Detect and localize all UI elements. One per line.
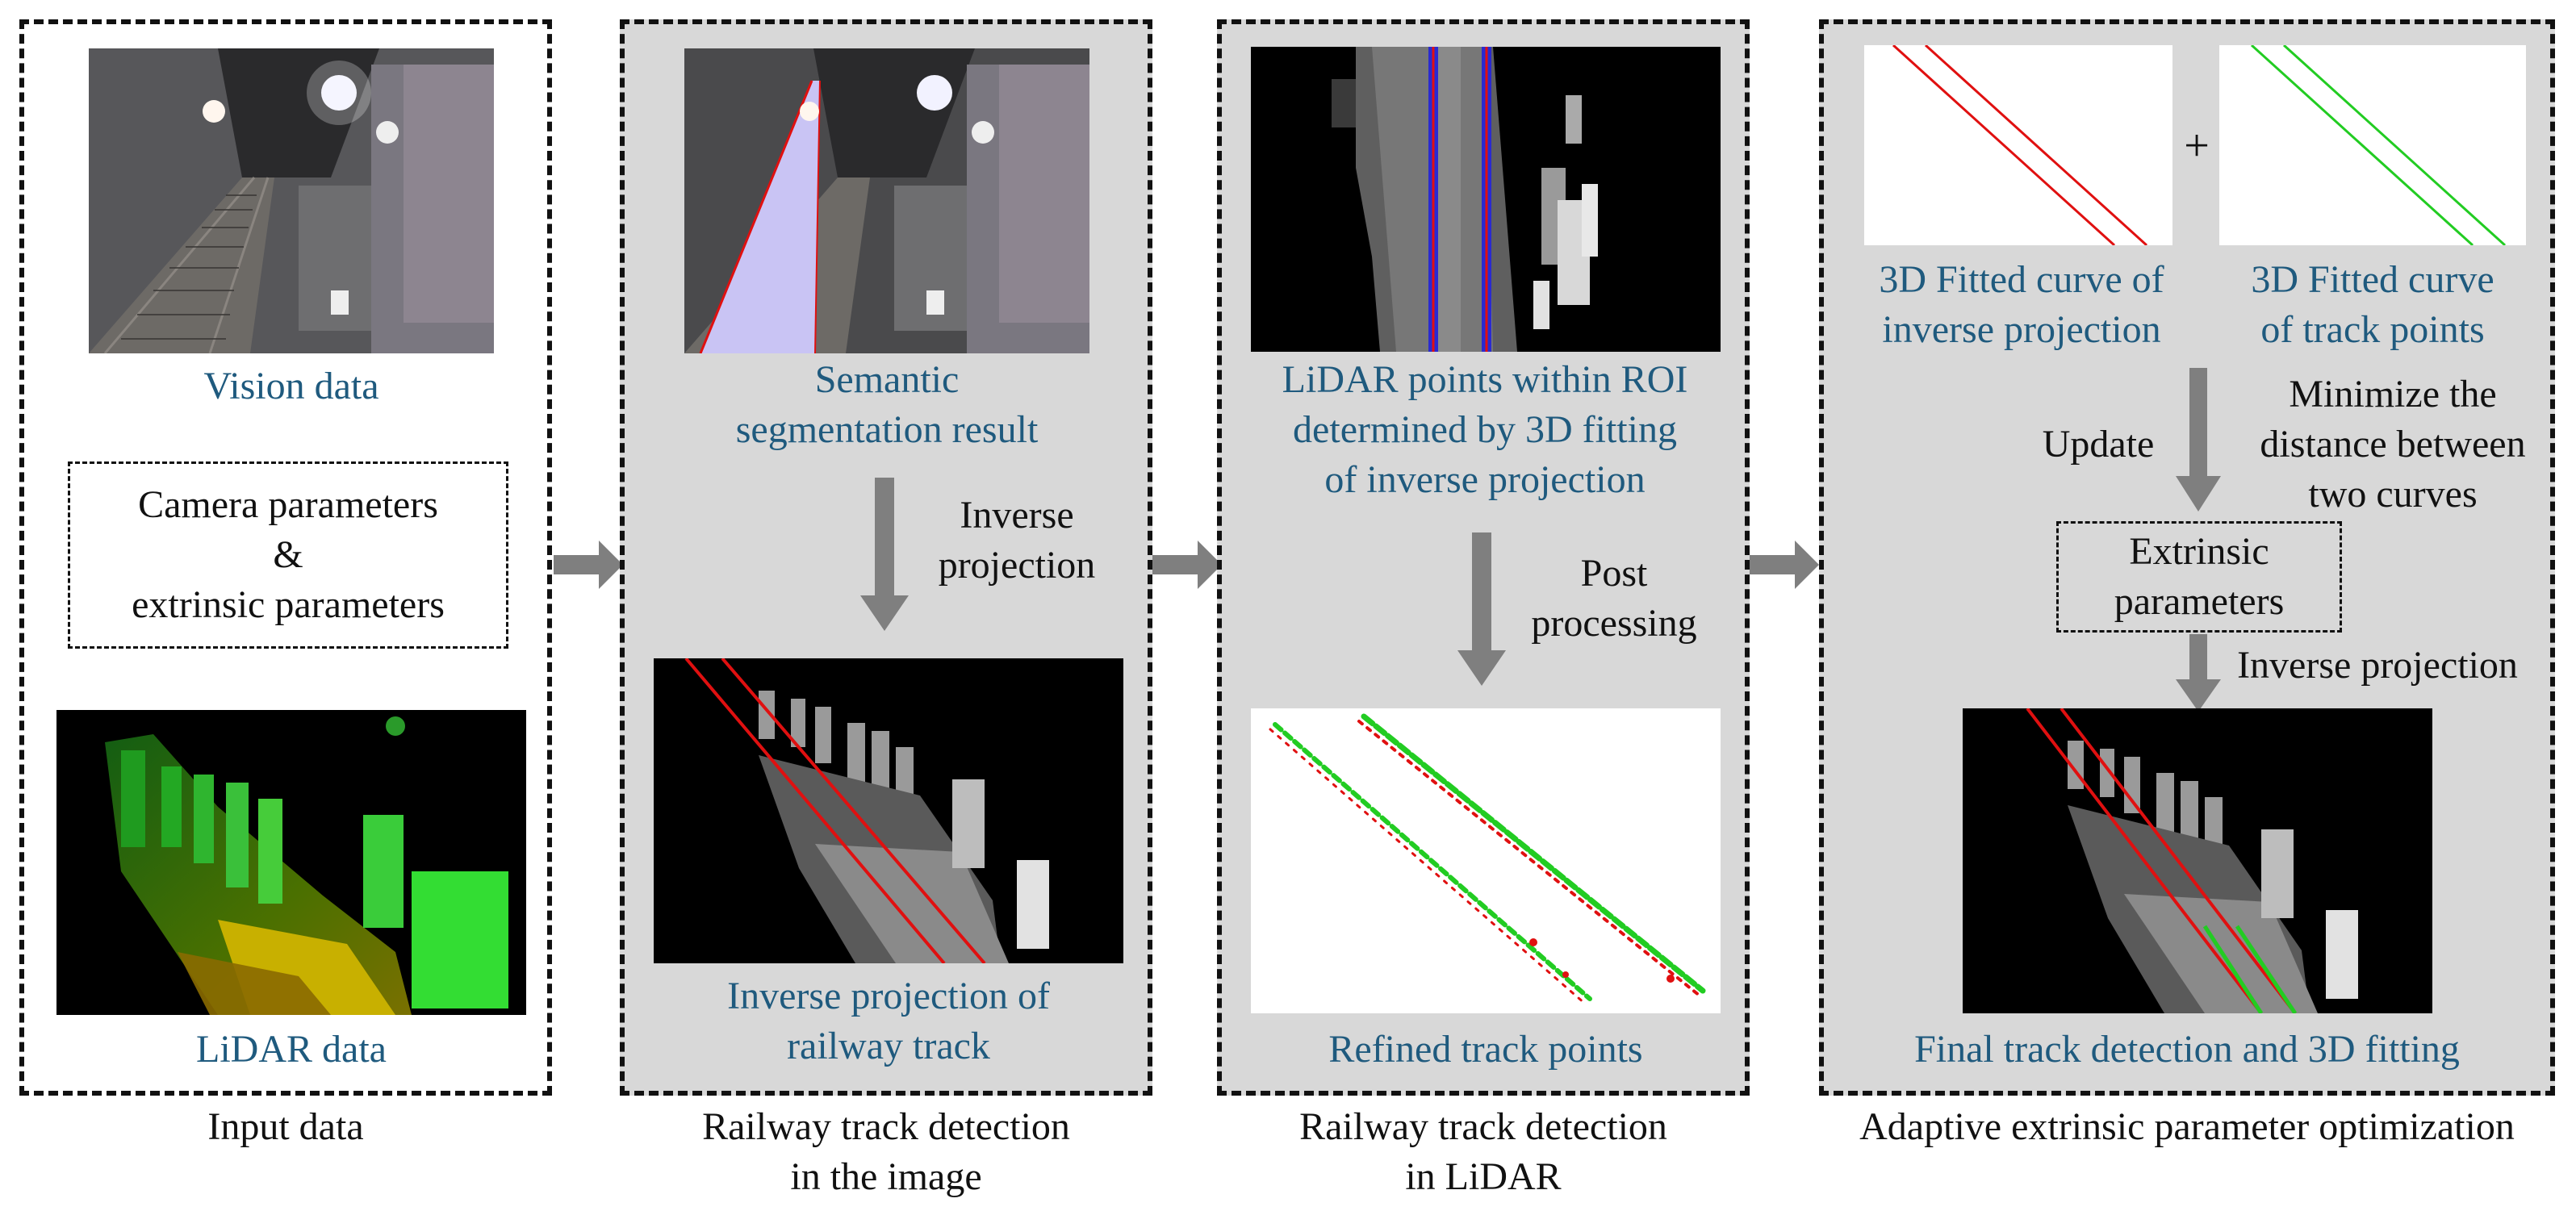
- camera-params-line-3: extrinsic parameters: [132, 583, 445, 626]
- minimize-line-3: two curves: [2308, 473, 2478, 516]
- arrow-input-to-image: [554, 541, 623, 589]
- inverse-projection-curve-label: 3D Fitted curve of inverse projection: [1848, 255, 2195, 355]
- inverse-projection-label: Inverse projection of railway track: [654, 971, 1123, 1071]
- plus-sign: +: [2184, 121, 2210, 171]
- input-data-caption-text: Input data: [207, 1105, 364, 1148]
- final-detection-label: Final track detection and 3D fitting: [1914, 1028, 2460, 1071]
- lidar-detection-caption: Railway track detection in LiDAR: [1217, 1102, 1750, 1202]
- track-points-curve-label: 3D Fitted curve of track points: [2203, 255, 2542, 355]
- lidar-detection-caption-line-2: in LiDAR: [1405, 1155, 1562, 1198]
- post-processing-line-2: processing: [1531, 602, 1697, 645]
- segmentation-line-1: Semantic: [814, 358, 960, 401]
- post-processing-label: Post processing: [1509, 549, 1719, 649]
- lidar-roi-label: LiDAR points within ROI determined by 3D…: [1227, 355, 1743, 505]
- inverse-projection-line-1: Inverse projection of: [727, 975, 1050, 1017]
- post-processing-line-1: Post: [1580, 552, 1648, 595]
- vision-data-image: [89, 48, 494, 353]
- inverse-projection-curve-image: [1864, 45, 2172, 245]
- lidar-roi-line-2: determined by 3D fitting: [1293, 408, 1677, 451]
- optimization-caption-text: Adaptive extrinsic parameter optimizatio…: [1859, 1105, 2515, 1148]
- update-arrow: [2176, 368, 2221, 512]
- extrinsic-parameters-box: Extrinsic parameters: [2056, 521, 2342, 633]
- vision-data-label: Vision data: [203, 365, 379, 407]
- final-inverse-projection-arrow: [2176, 634, 2221, 712]
- lidar-data-label: LiDAR data: [196, 1028, 387, 1071]
- lidar-data-image: [56, 710, 526, 1015]
- input-data-caption: Input data: [19, 1102, 552, 1152]
- minimize-distance-label: Minimize the distance between two curves: [2235, 370, 2550, 520]
- segmentation-line-2: segmentation result: [735, 408, 1039, 451]
- post-processing-arrow: [1457, 532, 1506, 686]
- curve1-line-1: 3D Fitted curve of: [1879, 258, 2164, 301]
- lidar-roi-line-1: LiDAR points within ROI: [1282, 358, 1688, 401]
- inverse-arrow-line-2: projection: [938, 544, 1096, 587]
- final-detection-image: [1963, 708, 2432, 1013]
- camera-params-line-2: &: [273, 533, 303, 576]
- segmentation-result-label: Semantic segmentation result: [684, 355, 1089, 455]
- lidar-detection-caption-line-1: Railway track detection: [1299, 1105, 1667, 1148]
- inverse-projection-arrow-label: Inverse projection: [912, 491, 1122, 591]
- inverse-arrow-line-1: Inverse: [960, 494, 1074, 537]
- image-detection-caption: Railway track detection in the image: [620, 1102, 1152, 1202]
- arrow-lidar-to-optimization: [1750, 541, 1819, 589]
- camera-parameters-box: Camera parameters & extrinsic parameters: [68, 461, 508, 649]
- lidar-roi-line-3: of inverse projection: [1324, 458, 1646, 501]
- segmentation-result-image: [684, 48, 1089, 353]
- camera-params-line-1: Camera parameters: [138, 483, 438, 526]
- minimize-line-2: distance between: [2260, 423, 2526, 466]
- arrow-image-to-lidar: [1152, 541, 1222, 589]
- curve2-line-2: of track points: [2260, 308, 2485, 351]
- refined-track-points-label: Refined track points: [1328, 1028, 1643, 1071]
- optimization-caption: Adaptive extrinsic parameter optimizatio…: [1819, 1102, 2555, 1152]
- minimize-line-1: Minimize the: [2289, 373, 2497, 415]
- input-data-panel: [19, 19, 552, 1096]
- curve2-line-1: 3D Fitted curve: [2251, 258, 2494, 301]
- inverse-projection-arrow: [860, 478, 909, 631]
- track-points-curve-image: [2219, 45, 2526, 245]
- refined-track-points-image: [1251, 708, 1721, 1013]
- curve1-line-2: inverse projection: [1882, 308, 2161, 351]
- image-detection-caption-line-2: in the image: [790, 1155, 982, 1198]
- inverse-projection-line-2: railway track: [787, 1025, 990, 1067]
- image-detection-caption-line-1: Railway track detection: [702, 1105, 1070, 1148]
- inverse-projection-image: [654, 658, 1123, 963]
- extrinsic-line-2: parameters: [2114, 580, 2285, 623]
- lidar-roi-image: [1251, 47, 1721, 352]
- extrinsic-line-1: Extrinsic: [2129, 530, 2269, 573]
- final-inverse-projection-label: Inverse projection: [2237, 644, 2518, 687]
- update-label: Update: [2042, 423, 2155, 466]
